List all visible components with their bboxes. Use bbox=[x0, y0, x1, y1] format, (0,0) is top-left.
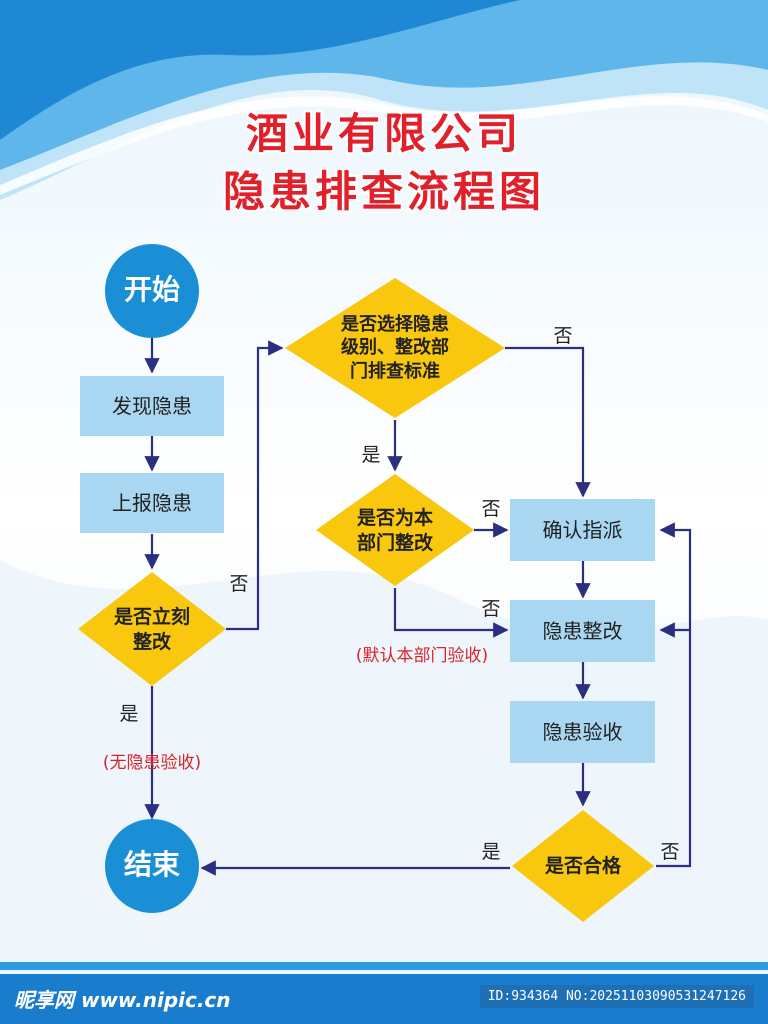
own-no-top-label: 否 bbox=[481, 498, 501, 520]
rectify-node bbox=[510, 600, 655, 662]
discover-node bbox=[80, 376, 224, 436]
select-yes-label: 是 bbox=[361, 444, 381, 466]
footer-stripe bbox=[0, 962, 768, 970]
arrow-select-no bbox=[505, 346, 591, 498]
arrow-qualified-no bbox=[656, 522, 692, 868]
immediate-no-label: 否 bbox=[229, 573, 249, 595]
start-label: 开始 bbox=[123, 273, 180, 306]
arrow-immediate-no bbox=[226, 340, 284, 631]
own-no-bottom-label: 否 bbox=[481, 598, 501, 620]
own-dept-label: 是否为本 部门整改 bbox=[356, 507, 433, 554]
header-wave-white bbox=[0, 96, 768, 195]
immediate-label: 是否立刻 整改 bbox=[113, 606, 190, 653]
header-wave-dark bbox=[0, 0, 520, 140]
end-node bbox=[105, 819, 199, 913]
title-line-1: 酒业有限公司 bbox=[245, 109, 522, 158]
report-label: 上报隐患 bbox=[112, 491, 192, 515]
connectors bbox=[144, 338, 692, 876]
qualified-label: 是否合格 bbox=[544, 855, 621, 877]
default-dept-note: (默认本部门验收) bbox=[355, 646, 489, 666]
immediate-node bbox=[78, 572, 226, 686]
own-dept-node bbox=[316, 474, 474, 586]
qualified-no-label: 否 bbox=[660, 841, 680, 863]
discover-label: 发现隐患 bbox=[112, 394, 192, 418]
footer-site: 昵享网 www.nipic.cn bbox=[14, 988, 231, 1012]
accept-label: 隐患验收 bbox=[542, 720, 623, 744]
accept-node bbox=[510, 701, 655, 763]
select-no-label: 否 bbox=[553, 325, 573, 347]
no-hazard-note: (无隐患验收) bbox=[102, 753, 202, 773]
qualified-yes-label: 是 bbox=[481, 841, 501, 863]
confirm-label: 确认指派 bbox=[542, 518, 623, 542]
qualified-node bbox=[512, 810, 654, 922]
report-node bbox=[80, 473, 224, 533]
select-level-label: 是否选择隐患 级别、整改部 门排查标准 bbox=[341, 314, 449, 382]
footer-id: ID:934364 NO:20251103090531247126 bbox=[479, 985, 754, 1008]
rectify-label: 隐患整改 bbox=[542, 619, 623, 643]
immediate-yes-label: 是 bbox=[119, 703, 139, 725]
start-node bbox=[105, 244, 199, 338]
confirm-node bbox=[510, 499, 655, 561]
title-line-2: 隐患排查流程图 bbox=[222, 167, 545, 216]
end-label: 结束 bbox=[123, 848, 180, 881]
arrow-own-no-bottom bbox=[393, 588, 509, 638]
select-level-node bbox=[285, 278, 505, 418]
